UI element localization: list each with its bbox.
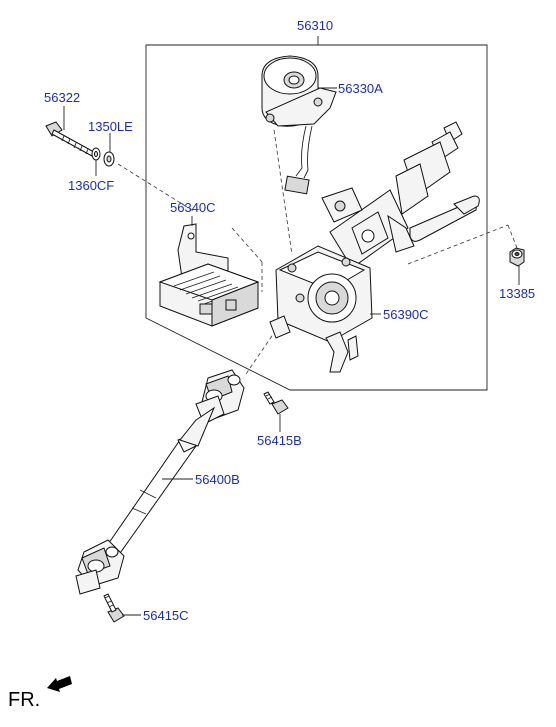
label-column-housing: 56390C	[383, 307, 429, 322]
steering-column-part	[321, 121, 480, 269]
column-housing-part	[269, 245, 373, 373]
label-assembly: 56310	[297, 18, 333, 33]
intermediate-shaft-part	[75, 369, 245, 595]
label-bolt: 56322	[44, 90, 80, 105]
label-motor: 56330A	[338, 81, 383, 96]
control-unit-part	[158, 223, 260, 327]
bolt-lower-joint-part	[103, 593, 125, 623]
dash-nut-to-nut	[507, 224, 518, 249]
washer-lower-hole	[106, 155, 112, 163]
label-control-unit: 56340C	[170, 200, 216, 215]
washer-upper-hole	[94, 151, 98, 157]
dash-ecu-to-bracket	[231, 227, 263, 263]
label-washer-upper: 1350LE	[88, 119, 133, 134]
label-bolt-upper-joint: 56415B	[257, 433, 302, 448]
label-bolt-lower-joint: 56415C	[143, 608, 189, 623]
label-nut: 13385	[499, 286, 535, 301]
label-shaft: 56400B	[195, 472, 240, 487]
bolt-part	[45, 121, 95, 157]
bolt-upper-joint-part	[263, 391, 289, 415]
dash-motor-to-column	[273, 129, 293, 256]
motor-part	[261, 55, 337, 195]
label-washer-lower: 1360CF	[68, 178, 114, 193]
assembly-frame	[145, 44, 488, 391]
nut-part	[509, 247, 525, 267]
dash-nut-line	[407, 224, 509, 265]
dash-column-to-shaft	[245, 329, 277, 375]
front-direction-arrow-icon	[47, 676, 72, 692]
dash-washer-to-ecu	[117, 163, 196, 213]
front-direction-label: FR.	[8, 689, 40, 711]
